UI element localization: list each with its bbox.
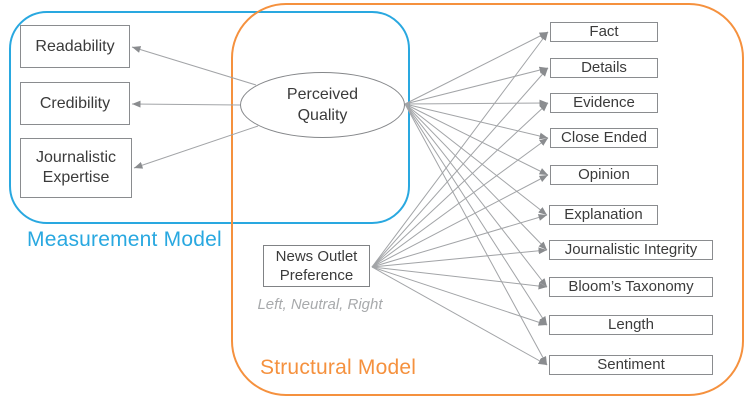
outcome-box-sentiment: Sentiment (549, 355, 713, 375)
indicator-label: Journalistic Expertise (35, 149, 117, 186)
outcome-box-blooms-taxonomy: Bloom’s Taxonomy (549, 277, 713, 297)
outcome-box-details: Details (550, 58, 658, 78)
predictor-label: News Outlet Preference (275, 248, 358, 284)
outcome-label: Length (608, 315, 654, 333)
outcome-label: Fact (589, 22, 619, 40)
outcome-label: Sentiment (597, 355, 665, 373)
indicator-box-readability: Readability (20, 25, 130, 68)
outcome-label: Close Ended (561, 128, 647, 146)
predictor-levels-note: Left, Neutral, Right (257, 296, 383, 313)
outcome-label: Journalistic Integrity (564, 240, 698, 258)
outcome-box-evidence: Evidence (550, 93, 658, 113)
outcome-label: Explanation (564, 205, 643, 223)
outcome-box-length: Length (549, 315, 713, 335)
outcome-label: Evidence (573, 93, 635, 111)
outcome-label: Opinion (578, 165, 630, 183)
outcome-label: Bloom’s Taxonomy (568, 277, 694, 295)
latent-label: Perceived Quality (286, 86, 359, 124)
structural-model-label: Structural Model (260, 356, 417, 379)
outcome-label: Details (581, 58, 627, 76)
structural-model-frame (231, 3, 744, 396)
outcome-box-close-ended: Close Ended (550, 128, 658, 148)
outcome-box-journalistic-integrity: Journalistic Integrity (549, 240, 713, 260)
outcome-box-fact: Fact (550, 22, 658, 42)
latent-variable-perceived-quality: Perceived Quality (240, 72, 405, 138)
indicator-box-credibility: Credibility (20, 82, 130, 125)
indicator-label: Credibility (39, 94, 111, 112)
outcome-box-opinion: Opinion (550, 165, 658, 185)
outcome-box-explanation: Explanation (549, 205, 658, 225)
predictor-box-news-outlet-preference: News Outlet Preference (263, 245, 370, 287)
indicator-label: Readability (35, 37, 115, 55)
measurement-model-label: Measurement Model (27, 228, 222, 251)
indicator-box-journalistic-expertise: Journalistic Expertise (20, 138, 132, 198)
